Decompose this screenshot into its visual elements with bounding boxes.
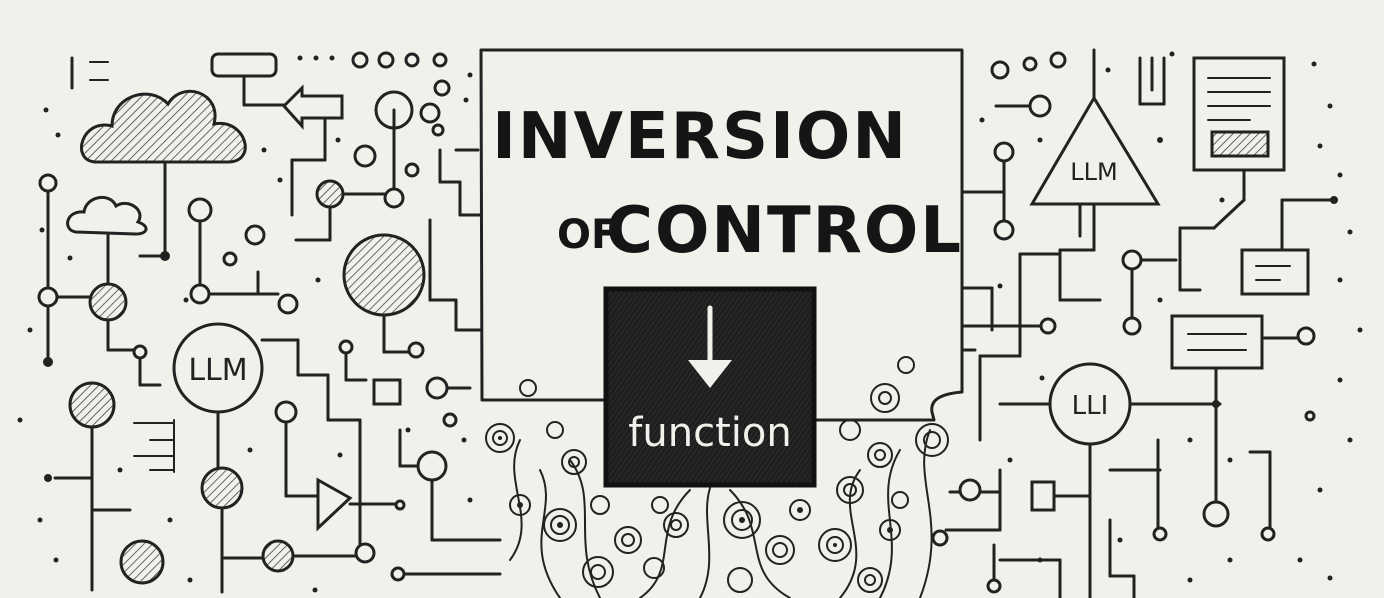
document-icon xyxy=(1192,56,1286,172)
title-box: INVERSION OF CONTROL xyxy=(479,48,964,422)
right-dot-field xyxy=(979,51,1363,583)
title-line-2-small: OF xyxy=(557,212,618,258)
small-cloud-icon xyxy=(66,196,148,236)
swirl-icon xyxy=(485,356,949,593)
function-box: function xyxy=(603,286,817,488)
right-circuit-network: LLM xyxy=(931,48,1338,598)
llm-triangle-label: LLM xyxy=(1070,158,1117,186)
left-dot-field xyxy=(17,72,473,593)
down-arrow-icon xyxy=(688,305,732,388)
lli-label: LLI xyxy=(1072,391,1109,421)
title-line-1: INVERSION xyxy=(492,100,908,174)
title-line-2-big: CONTROL xyxy=(606,194,963,268)
function-label: function xyxy=(628,410,791,456)
llm-node-left: LLM xyxy=(172,322,264,414)
swirl-tangle xyxy=(485,356,949,598)
llm-triangle-node: LLM xyxy=(1029,95,1161,206)
list-glyph-icon xyxy=(133,419,175,473)
amplifier-triangle-icon xyxy=(316,477,353,532)
lli-node-right: LLI xyxy=(1048,362,1132,446)
cloud-icon xyxy=(80,89,247,164)
left-circuit-network: LLM xyxy=(37,51,502,594)
llm-left-label: LLM xyxy=(188,353,247,388)
left-arrow-icon xyxy=(281,84,344,130)
